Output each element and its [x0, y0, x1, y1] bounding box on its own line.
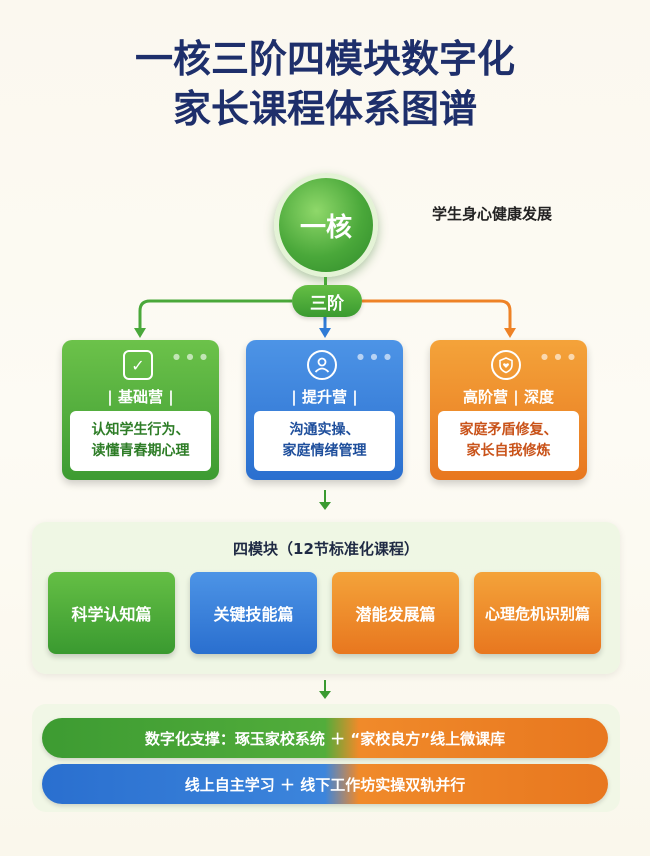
core-stem [324, 277, 327, 289]
connector-right [362, 299, 512, 330]
stage-title: | 提升营 | [291, 388, 358, 406]
stage-description: 家庭矛盾修复、 家长自我修炼 [438, 411, 579, 471]
dual-track-bar: 线上自主学习 ＋ 线下工作坊实操双轨并行 [42, 764, 608, 804]
person-icon [307, 350, 337, 380]
module-science: 科学认知篇 [48, 572, 175, 654]
modules-title: 四模块（12节标准化课程） [233, 540, 419, 558]
stage-description: 沟通实操、 家庭情绪管理 [254, 411, 395, 471]
stage-desc-line-1: 家庭矛盾修复、 [459, 422, 558, 438]
core-label: 一核 [299, 212, 352, 243]
stage-title: 高阶营 | 深度 [463, 388, 554, 406]
digital-support-bar: 数字化支撑：琢玉家校系统 ＋ “家校良方”线上微课库 [42, 718, 608, 758]
title-line-2: 家长课程体系图谱 [172, 87, 477, 131]
stage-desc-line-2: 读懂青春期心理 [91, 443, 190, 459]
stages-pill: 三阶 [292, 285, 362, 317]
stage-title: | 基础营 | [107, 388, 174, 406]
shield-heart-icon [491, 350, 521, 380]
stage-desc-line-2: 家庭情绪管理 [282, 443, 367, 459]
core-circle: 一核 [274, 173, 378, 277]
connector-left [138, 299, 292, 330]
shield-glyph [499, 357, 513, 374]
title-line-1: 一核三阶四模块数字化 [134, 37, 515, 81]
dots-decoration: ● ● ● [172, 352, 209, 361]
stage-card-advance: ● ● ● | 提升营 | 沟通实操、 家庭情绪管理 [246, 340, 403, 480]
arrowhead-right [504, 328, 516, 338]
stage-card-high: ● ● ● 高阶营 | 深度 家庭矛盾修复、 家长自我修炼 [430, 340, 587, 480]
modules-panel: 四模块（12节标准化课程） 科学认知篇 关键技能篇 潜能发展篇 心理危机识别篇 [32, 522, 620, 674]
stage-desc-line-2: 家长自我修炼 [466, 443, 551, 459]
dots-decoration: ● ● ● [356, 352, 393, 361]
arrowhead-left [134, 328, 146, 338]
person-glyph [314, 357, 330, 373]
arrow-to-support [316, 680, 334, 702]
arrowhead-center [319, 328, 331, 338]
stage-card-basic: ✓ ● ● ● | 基础营 | 认知学生行为、 读懂青春期心理 [62, 340, 219, 480]
stage-description: 认知学生行为、 读懂青春期心理 [70, 411, 211, 471]
stage-desc-line-1: 沟通实操、 [289, 422, 360, 438]
stage-desc-line-1: 认知学生行为、 [91, 422, 190, 438]
arrow-to-modules [316, 490, 334, 512]
module-skills: 关键技能篇 [190, 572, 317, 654]
checkbox-icon: ✓ [123, 350, 153, 380]
module-crisis: 心理危机识别篇 [474, 572, 601, 654]
module-potential: 潜能发展篇 [332, 572, 459, 654]
core-caption: 学生身心健康发展 [432, 205, 553, 223]
dots-decoration: ● ● ● [540, 352, 577, 361]
